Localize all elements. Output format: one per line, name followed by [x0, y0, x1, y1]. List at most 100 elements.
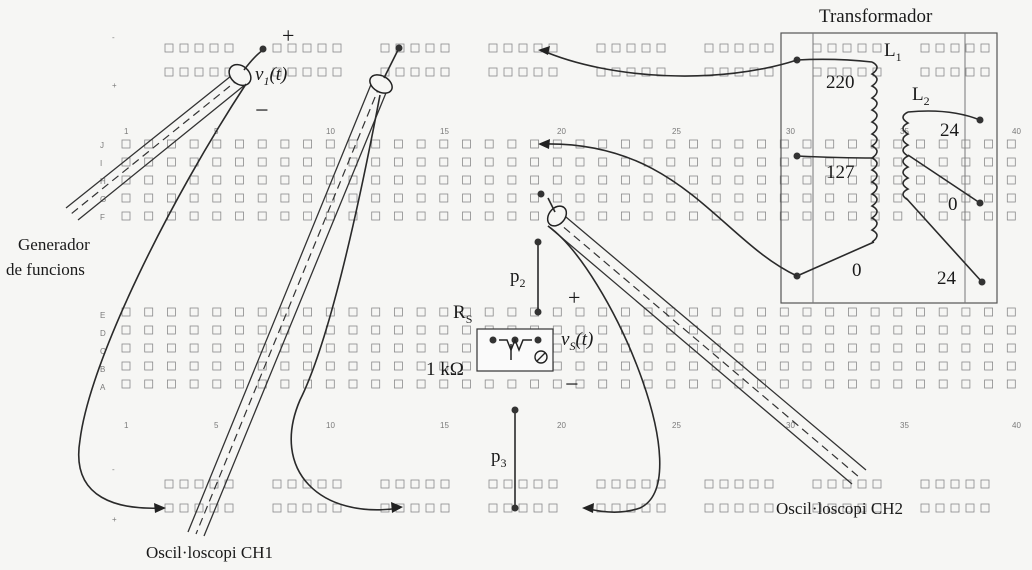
- breadboard-hole: [938, 361, 948, 371]
- breadboard-hole: [1006, 307, 1016, 317]
- breadboard-hole: [1006, 211, 1016, 221]
- tap-0-lead: [796, 241, 875, 277]
- breadboard-hole: [530, 139, 539, 149]
- breadboard-hole: [552, 193, 562, 203]
- breadboard-hole: [272, 67, 282, 77]
- breadboard-hole: [416, 343, 426, 353]
- breadboard-hole: [121, 343, 131, 353]
- breadboard-hole: [711, 307, 721, 317]
- breadboard-hole: [802, 361, 812, 371]
- breadboard-hole: [950, 67, 960, 77]
- tap-127-terminal: [793, 152, 801, 160]
- breadboard-hole: [212, 193, 222, 203]
- col-num-10: 10: [326, 421, 335, 430]
- breadboard-hole: [575, 343, 585, 353]
- breadboard-hole: [757, 325, 766, 335]
- generator-ground-lead: [77, 83, 247, 510]
- breadboard-hole: [641, 479, 651, 489]
- primary-coil: [870, 61, 878, 243]
- breadboard-hole: [164, 67, 174, 77]
- breadboard-hole: [144, 193, 154, 203]
- breadboard-hole: [950, 43, 960, 53]
- breadboard-hole: [779, 325, 789, 335]
- breadboard-hole: [842, 503, 852, 513]
- breadboard-hole: [462, 139, 471, 149]
- breadboard-hole: [484, 157, 494, 167]
- breadboard-hole: [235, 157, 244, 167]
- breadboard-hole: [598, 211, 608, 221]
- breadboard-hole: [621, 211, 630, 221]
- probe-ch1-core: [195, 84, 381, 535]
- breadboard-hole: [371, 139, 381, 149]
- breadboard-hole: [704, 503, 714, 513]
- breadboard-hole: [961, 361, 971, 371]
- breadboard-hole: [272, 43, 282, 53]
- breadboard-hole: [734, 193, 744, 203]
- col-num-10: 10: [326, 127, 335, 136]
- breadboard-hole: [848, 379, 857, 389]
- breadboard-hole: [507, 379, 517, 389]
- breadboard-hole: [235, 139, 244, 149]
- breadboard-hole: [209, 67, 219, 77]
- row-letter-j: J: [100, 141, 104, 150]
- breadboard-hole: [643, 361, 653, 371]
- breadboard-hole: [548, 43, 558, 53]
- breadboard-hole: [303, 361, 313, 371]
- wire-220-to-rail: [540, 49, 798, 77]
- breadboard-hole: [965, 67, 975, 77]
- breadboard-hole: [575, 175, 585, 185]
- breadboard-hole: [734, 325, 744, 335]
- breadboard-hole: [825, 343, 835, 353]
- breadboard-hole: [938, 307, 948, 317]
- tap-220-label: 220: [826, 72, 855, 93]
- breadboard-hole: [1006, 139, 1016, 149]
- breadboard-hole: [439, 211, 449, 221]
- breadboard-hole: [689, 139, 698, 149]
- breadboard-hole: [704, 43, 714, 53]
- tap-0-secondary-terminal: [976, 199, 984, 207]
- column-numbers-top: 1 5 10 15 20 25 30 35 40: [124, 127, 1021, 136]
- trim-slot: [536, 352, 546, 362]
- breadboard-hole: [626, 503, 636, 513]
- breadboard-hole: [689, 307, 698, 317]
- breadboard-hole: [121, 175, 131, 185]
- breadboard-hole: [666, 139, 676, 149]
- breadboard-hole: [302, 503, 312, 513]
- breadboard-hole: [575, 307, 585, 317]
- breadboard-hole: [166, 139, 176, 149]
- breadboard-hole: [144, 343, 154, 353]
- breadboard-hole: [598, 157, 608, 167]
- wire-0-to-row: [540, 143, 798, 277]
- breadboard-hole: [779, 307, 789, 317]
- breadboard-hole: [144, 379, 154, 389]
- breadboard-hole: [984, 175, 993, 185]
- breadboard-hole: [348, 211, 358, 221]
- breadboard-hole: [984, 193, 993, 203]
- breadboard-hole: [272, 479, 282, 489]
- rail-mark-minus-bottom: -: [112, 465, 115, 474]
- breadboard-hole: [827, 479, 837, 489]
- breadboard-hole: [802, 325, 812, 335]
- breadboard-hole: [704, 479, 714, 489]
- breadboard-hole: [870, 307, 880, 317]
- tap-24-top-lead: [907, 110, 981, 121]
- breadboard-hole: [643, 139, 653, 149]
- rs-value: 1 kΩ: [426, 359, 464, 380]
- tap-127-lead: [796, 155, 875, 159]
- breadboard-hole: [893, 307, 903, 317]
- breadboard-hole: [212, 211, 222, 221]
- tap-24-bottom-lead: [905, 197, 983, 283]
- col-num-20: 20: [557, 127, 566, 136]
- breadboard-hole: [371, 193, 381, 203]
- breadboard-hole: [121, 139, 131, 149]
- breadboard-hole: [348, 361, 358, 371]
- resistor-pin-right: [534, 336, 542, 344]
- breadboard-hole: [961, 343, 971, 353]
- breadboard-hole: [621, 157, 630, 167]
- breadboard-hole: [965, 43, 975, 53]
- breadboard-hole: [980, 43, 990, 53]
- probe-ch2-cable: [547, 211, 867, 485]
- breadboard-hole: [287, 503, 297, 513]
- breadboard-hole: [711, 325, 721, 335]
